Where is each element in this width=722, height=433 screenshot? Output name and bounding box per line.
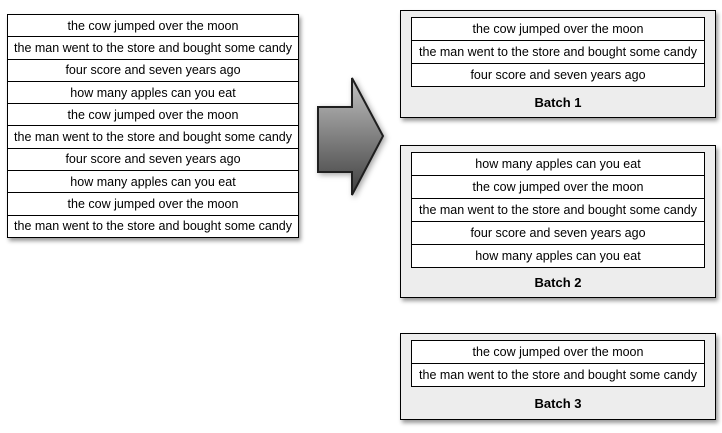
sentence-row: the cow jumped over the moon [8, 15, 298, 37]
sentence-row: the man went to the store and bought som… [412, 40, 704, 63]
sentence-row: four score and seven years ago [412, 221, 704, 244]
sentence-row: the cow jumped over the moon [412, 175, 704, 198]
batch-2-label: Batch 2 [534, 275, 582, 290]
batch-3-label: Batch 3 [534, 395, 582, 411]
sentence-row: the cow jumped over the moon [412, 341, 704, 363]
sentence-row: the man went to the store and bought som… [412, 363, 704, 386]
sentence-row: four score and seven years ago [8, 147, 298, 171]
sentence-row: how many apples can you eat [8, 80, 298, 104]
sentence-row: the man went to the store and bought som… [8, 125, 298, 148]
sentence-row: the cow jumped over the moon [8, 192, 298, 215]
sentence-row: how many apples can you eat [8, 170, 298, 193]
sentence-row: the man went to the store and bought som… [412, 198, 704, 221]
sentence-row: four score and seven years ago [412, 63, 704, 86]
sentence-row: how many apples can you eat [412, 153, 704, 175]
sentence-row: the man went to the store and bought som… [8, 36, 298, 59]
sentence-row: how many apples can you eat [412, 244, 704, 267]
sentence-row: the cow jumped over the moon [8, 103, 298, 126]
sentence-row: the man went to the store and bought som… [8, 214, 298, 237]
right-block-arrow-icon [317, 77, 385, 196]
sentence-row: the cow jumped over the moon [412, 18, 704, 40]
sentence-row: four score and seven years ago [8, 58, 298, 81]
arrow-shape [317, 77, 385, 196]
batch-1-label: Batch 1 [534, 94, 582, 110]
